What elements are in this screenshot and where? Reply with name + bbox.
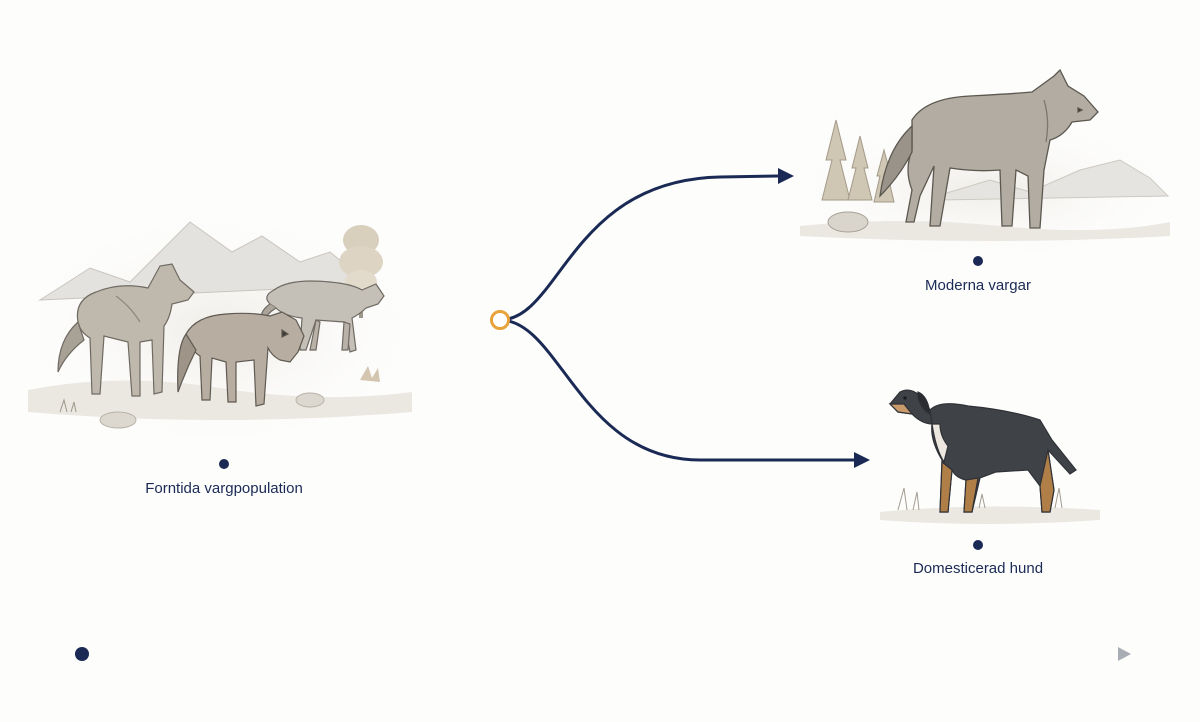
arrowhead-modern: [778, 168, 794, 184]
wolf-modern: [879, 68, 1099, 229]
tree-icon: [339, 225, 383, 318]
divergence-point: [490, 310, 510, 330]
timeline-start-dot: [75, 647, 89, 661]
wolf-standing: [57, 263, 195, 397]
arrowhead-dog: [854, 452, 870, 468]
wolf-front: [177, 311, 305, 407]
node-dot-modern: [973, 256, 983, 266]
label-domestic-dog: Domesticerad hund: [912, 560, 1044, 577]
domestic-dog-illustration: [880, 389, 1100, 524]
dog: [888, 389, 1077, 513]
label-ancestral-wolf-population: Forntida vargpopulation: [145, 480, 303, 497]
node-dot-dog: [973, 540, 983, 550]
branch-to-modern-wolves: [499, 174, 779, 322]
branch-to-domestic-dog: [499, 318, 854, 462]
ancestral-wolves-illustration: [18, 215, 418, 445]
modern-wolf-illustration: [795, 68, 1175, 260]
label-modern-wolves: Moderna vargar: [925, 277, 1031, 294]
node-dot-ancestral: [219, 459, 229, 469]
timeline-arrowhead: [1118, 647, 1131, 661]
